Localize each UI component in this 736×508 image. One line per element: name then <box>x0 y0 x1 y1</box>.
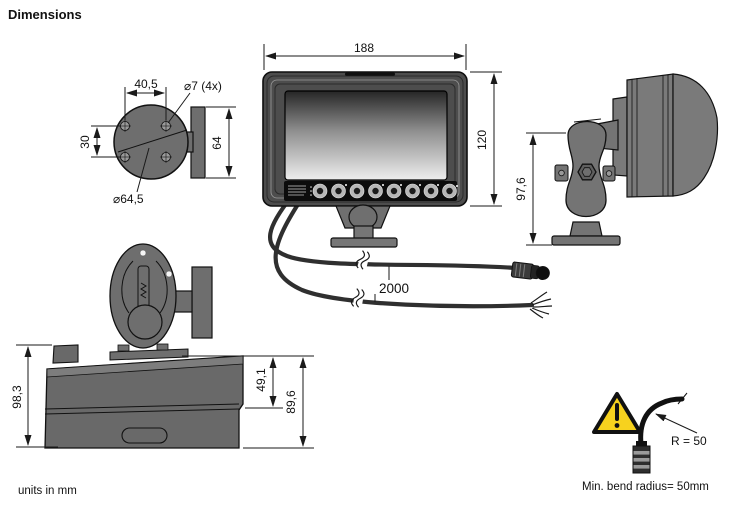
base-tab <box>156 343 169 351</box>
page-title: Dimensions <box>8 7 82 22</box>
mounting-holes <box>119 120 172 163</box>
radius-arrow <box>655 413 698 434</box>
mount-height-label: 97,6 <box>514 177 528 201</box>
hole-pitch-v-label: 30 <box>78 135 92 149</box>
bend-radius-note: R = 50 Min. bend radius= 50mm <box>582 392 709 493</box>
hex-bolt-inner <box>581 167 593 177</box>
cable-with-connector <box>268 193 519 271</box>
ridge-line <box>44 403 240 410</box>
front-width-label: 188 <box>354 41 374 55</box>
monitor-button-8 <box>442 183 457 199</box>
top-view: 98,3 49,1 89,6 <box>10 243 314 449</box>
screw-hole <box>139 249 147 257</box>
leader-line <box>167 92 191 124</box>
pedestal-stem <box>569 221 603 237</box>
front-view: 188 <box>262 41 502 248</box>
cable-connector <box>510 261 550 281</box>
ridge-line <box>44 408 240 415</box>
monitor-button-6 <box>405 183 420 199</box>
front-height-label: 120 <box>475 130 489 150</box>
monitor-button-7 <box>423 183 439 199</box>
ball-joint-top <box>127 304 163 340</box>
cable-gland-nub <box>52 344 79 364</box>
hole-diameter-label: ⌀7 (4x) <box>184 79 222 93</box>
cable-group: 2000 <box>268 193 553 319</box>
cable-length-label: 2000 <box>379 281 409 296</box>
leader-line <box>136 147 150 193</box>
handle-slot <box>121 427 168 444</box>
cable-connector-end <box>632 441 651 474</box>
pedestal-base <box>551 235 621 246</box>
stripped-wires <box>529 291 553 319</box>
cable-open-end <box>273 195 535 309</box>
monitor-button-2 <box>331 183 346 199</box>
monitor-screen <box>284 90 448 181</box>
monitor-buttons <box>312 183 458 199</box>
bend-radius-caption: Min. bend radius= 50mm <box>582 481 709 493</box>
monitor-button-3 <box>349 183 365 199</box>
monitor-top-band <box>46 355 244 378</box>
exclamation-dot <box>614 423 620 428</box>
depth-body-label: 89,6 <box>284 390 298 414</box>
depth-front-label: 49,1 <box>254 368 268 392</box>
diameter-line <box>117 129 188 153</box>
depth-total-label: 98,3 <box>10 385 24 409</box>
cable-break-mark <box>350 288 365 309</box>
monitor-stand <box>330 204 398 248</box>
plate-diameter-label: ⌀64,5 <box>113 192 144 206</box>
monitor-button-1 <box>312 183 328 199</box>
bracket-rear-view: 40,5 ⌀7 (4x) 30 64 ⌀64,5 <box>78 77 236 206</box>
indicator-dots <box>310 186 312 196</box>
clamp-tab-hole <box>558 169 565 177</box>
monitor-button-5 <box>386 183 402 199</box>
bezel-ridge <box>266 75 464 203</box>
cable-break-mark <box>355 250 371 271</box>
base-tab <box>117 344 130 352</box>
monitor-side-body <box>612 73 719 198</box>
side-view: 97,6 <box>514 73 719 246</box>
bent-cable <box>638 396 685 447</box>
hole-pitch-h-label: 40,5 <box>134 77 158 91</box>
units-note: units in mm <box>18 485 77 497</box>
pedestal-top-edge <box>573 118 602 123</box>
cable-cut-mark <box>677 392 688 405</box>
button-led-dots <box>345 184 458 187</box>
bracket-plate-top <box>191 266 213 339</box>
radius-label: R = 50 <box>671 434 707 448</box>
top-vent-slot <box>345 72 395 76</box>
screw-hole <box>165 270 173 278</box>
bracket-height-label: 64 <box>210 136 224 150</box>
fine-print <box>288 185 306 196</box>
clamp-tab-hole <box>605 170 613 177</box>
monitor-button-4 <box>368 183 383 199</box>
